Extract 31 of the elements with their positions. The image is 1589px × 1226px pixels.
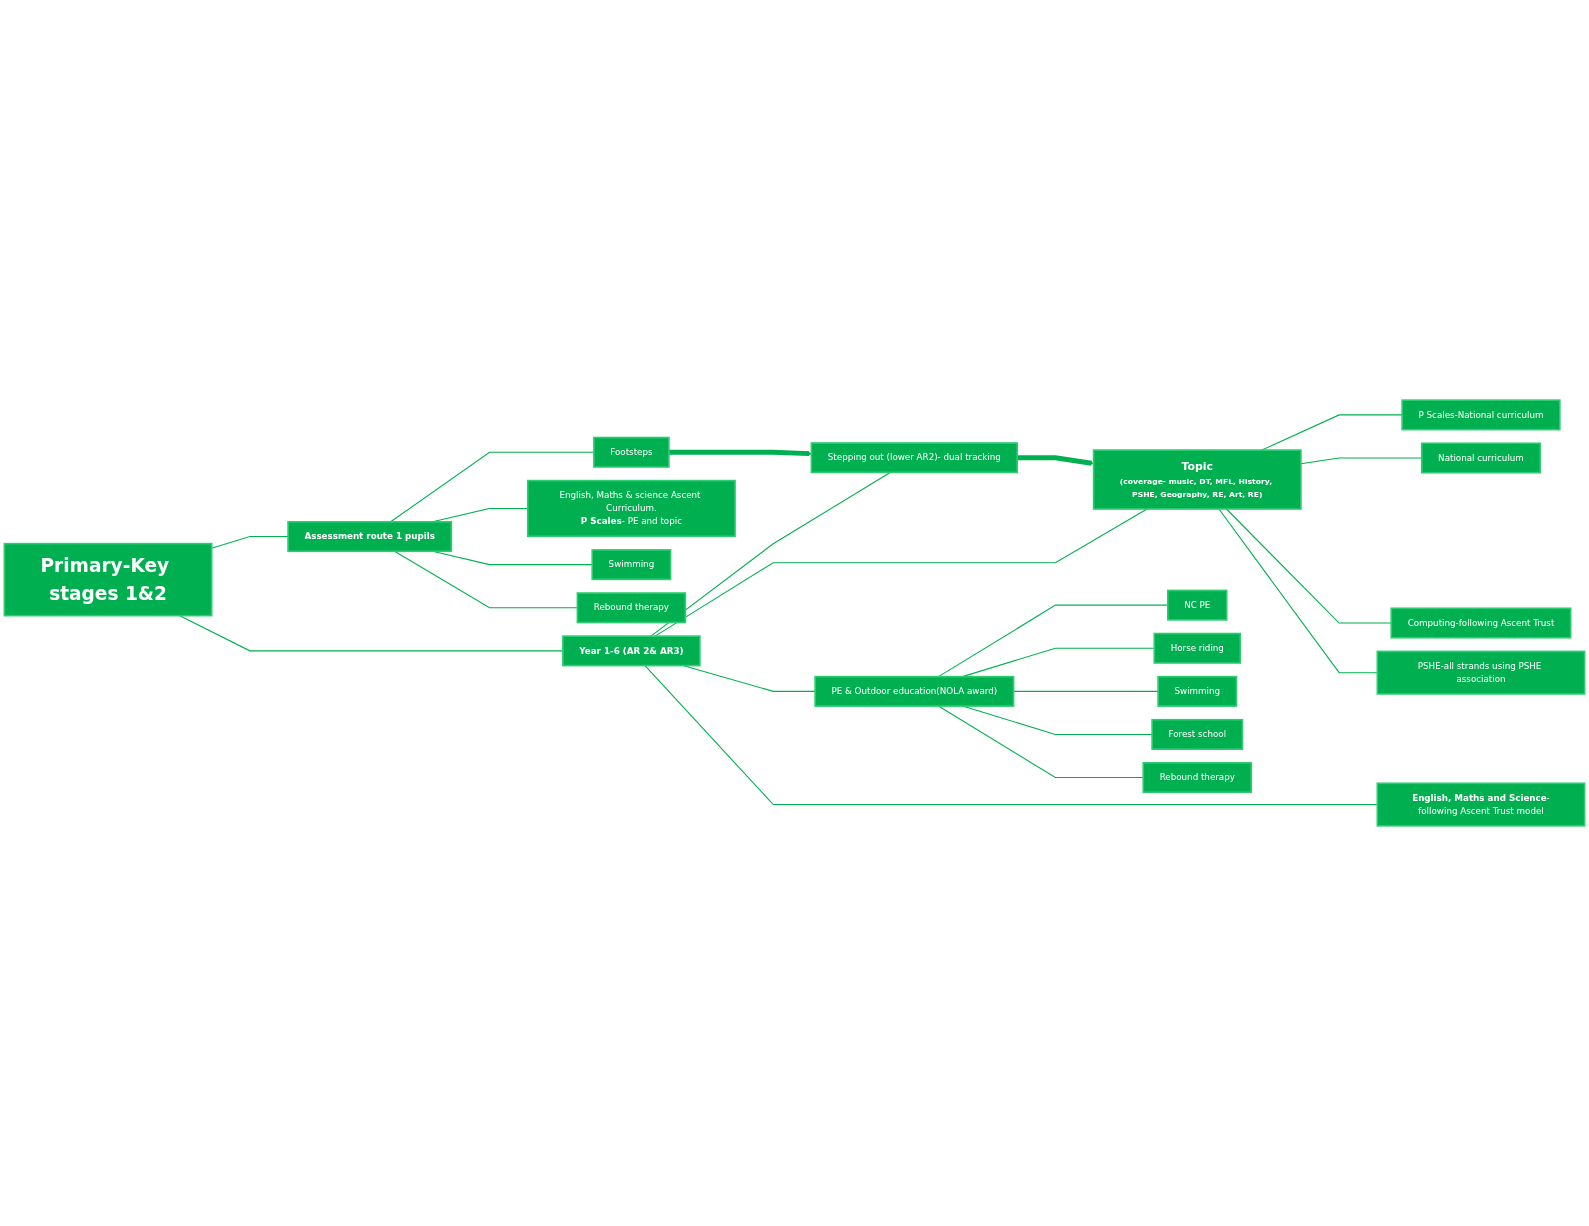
- node-box: Horse riding: [1153, 632, 1242, 664]
- node-box: English, Maths and Science-following Ascent Trust model: [1376, 782, 1586, 827]
- node-box: Rebound therapy: [1142, 762, 1253, 794]
- connector: [1218, 508, 1378, 674]
- node-box: P Scales-National curriculum: [1401, 399, 1561, 431]
- arrow: [668, 449, 812, 457]
- node-box: Assessment route 1 pupils: [287, 521, 453, 553]
- connector: [650, 471, 891, 637]
- node-box: Computing-following Ascent Trust: [1390, 607, 1572, 639]
- connector: [393, 550, 578, 609]
- node-box: PE & Outdoor education(NOLA award): [814, 675, 1015, 707]
- node-box: Stepping out (lower AR2)- dual tracking: [810, 442, 1019, 474]
- node-box: Year 1-6 (AR 2& AR3): [562, 635, 701, 667]
- node-box: Forest school: [1151, 718, 1244, 750]
- connector: [937, 705, 1144, 779]
- connector: [1013, 690, 1159, 692]
- node-box: Swimming: [591, 549, 672, 581]
- connector: [1261, 414, 1403, 451]
- node-box: Rebound therapy: [576, 592, 687, 624]
- connector: [644, 665, 1378, 806]
- node-box: Swimming: [1157, 675, 1238, 707]
- node-box: English, Maths & science Ascent Curriculum. P Scales- PE and topic: [526, 479, 736, 538]
- node-box: NC PE: [1167, 589, 1228, 621]
- node-box: PSHE-all strands using PSHE association: [1376, 650, 1586, 695]
- node-box: Primary-Key stages 1&2: [3, 542, 213, 617]
- connector: [1225, 508, 1392, 624]
- node-box: Footsteps: [593, 436, 670, 468]
- node-box: National curriculum: [1420, 442, 1542, 474]
- connector: [211, 536, 289, 549]
- connector: [654, 508, 1148, 637]
- arrow: [1017, 455, 1094, 466]
